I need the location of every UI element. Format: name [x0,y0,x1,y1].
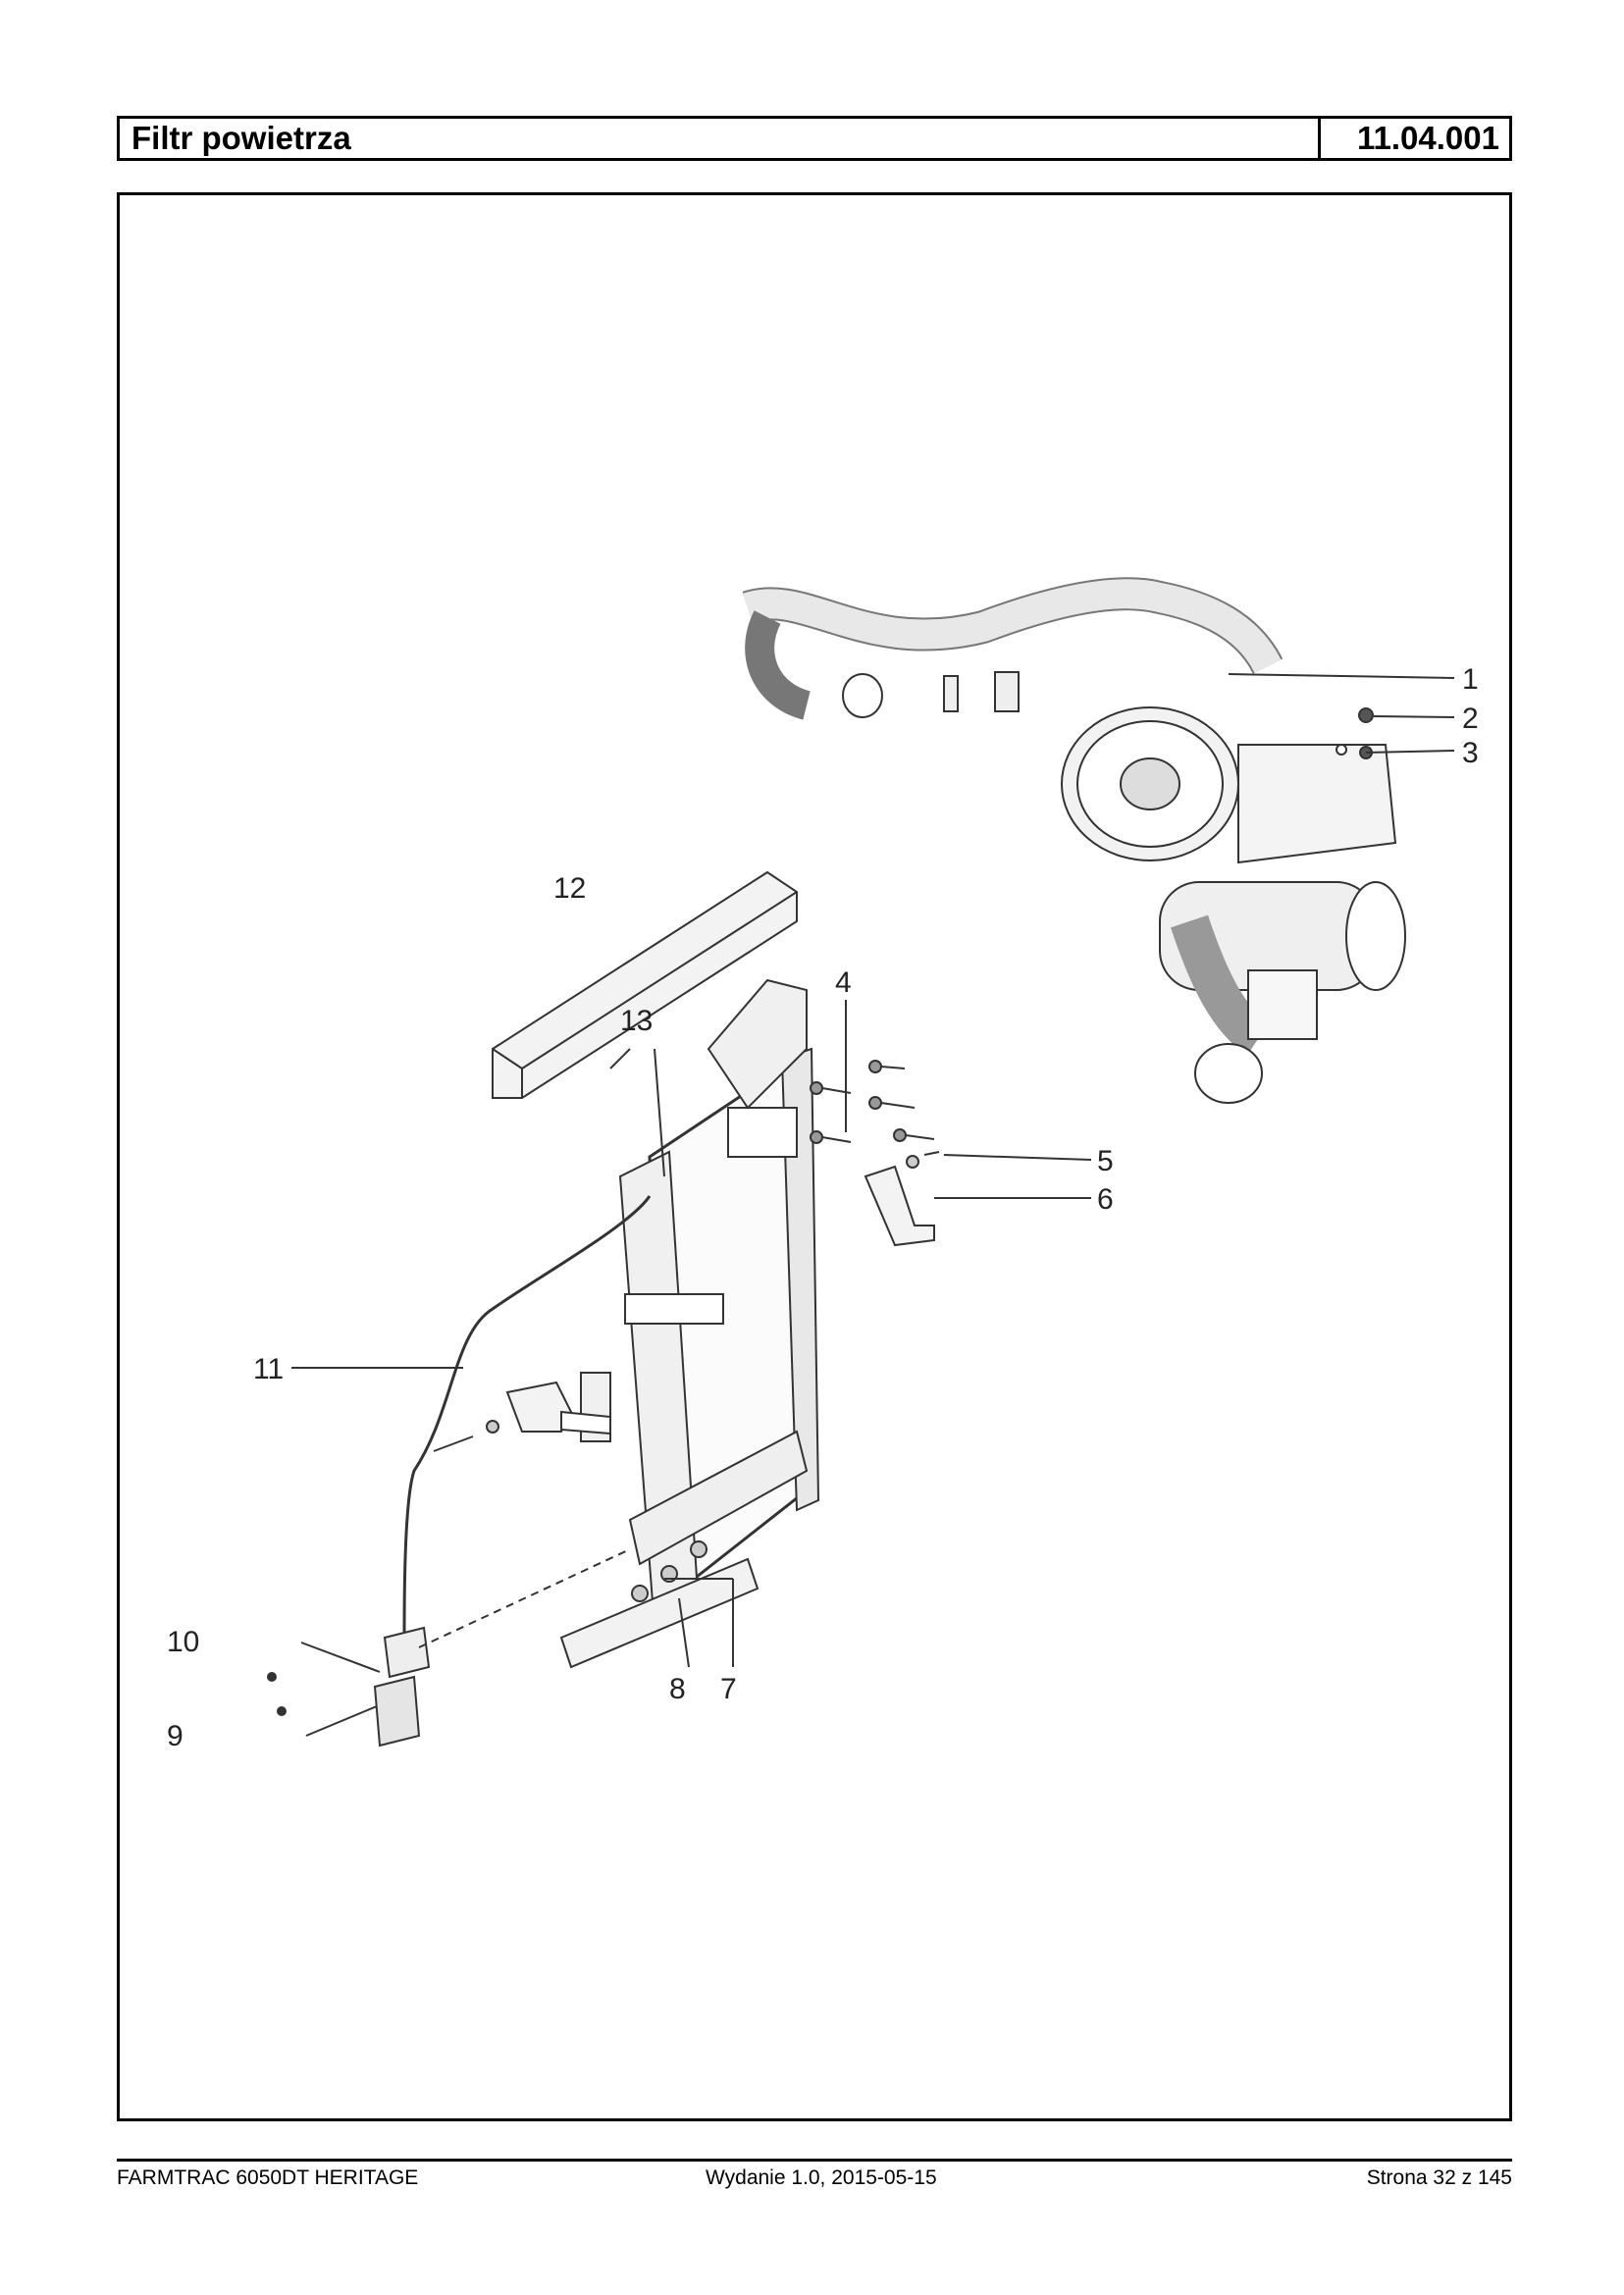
section-code: 11.04.001 [1318,119,1509,158]
callout-10: 10 [167,1626,199,1658]
callout-6: 6 [1097,1183,1114,1216]
callout-7: 7 [720,1673,737,1705]
callout-4: 4 [835,966,852,999]
callout-13: 13 [620,1005,653,1037]
foam-strip [492,870,798,1099]
callout-5: 5 [1097,1145,1114,1177]
footer-divider [117,2159,1512,2162]
callout-11: 11 [253,1353,284,1385]
diagram-frame: 1 2 3 4 5 6 7 8 9 10 11 12 13 [117,192,1512,2121]
bolt-set [810,1060,935,1144]
side-bracket [864,1165,935,1247]
callout-12: 12 [553,872,586,905]
page-header: Filtr powietrza 11.04.001 [117,116,1512,161]
page-footer: FARMTRAC 6050DT HERITAGE Wydanie 1.0, 20… [117,2166,1512,2190]
callout-1: 1 [1462,663,1479,696]
footer-model: FARMTRAC 6050DT HERITAGE [117,2166,419,2189]
page-title: Filtr powietrza [131,120,351,156]
outlet-elbow [1194,1043,1263,1104]
intake-elbow [745,610,812,720]
callout-3: 3 [1462,737,1479,769]
overflow-tube [402,1195,652,1639]
mount-plate [383,1626,431,1679]
footer-edition: Wydanie 1.0, 2015-05-15 [706,2166,937,2189]
top-bracket [707,978,808,1110]
callout-9: 9 [167,1720,183,1752]
callout-2: 2 [1462,703,1479,735]
callout-8: 8 [669,1673,686,1705]
parts-diagram: 1 2 3 4 5 6 7 8 9 10 11 12 13 [167,577,1479,1752]
footer-page: Strona 32 z 145 [1366,2166,1512,2189]
hose-clamp [842,673,883,718]
filter-cap [1120,757,1180,810]
